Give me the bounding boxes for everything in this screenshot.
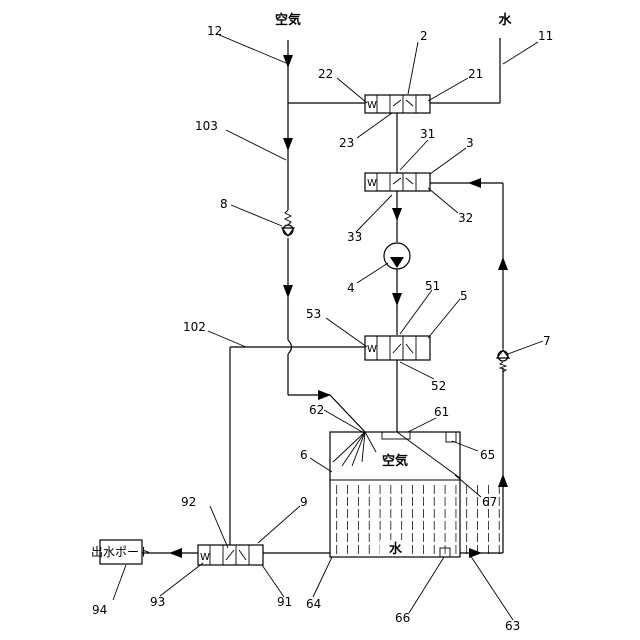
valve-9: W — [142, 545, 330, 565]
ref-63: 63 — [505, 619, 520, 633]
ref-52: 52 — [431, 379, 446, 393]
ref-51: 51 — [425, 279, 440, 293]
ref-22: 22 — [318, 67, 333, 81]
ref-31: 31 — [420, 127, 435, 141]
ref-64: 64 — [306, 597, 321, 611]
tank-water-label: 水 — [389, 541, 403, 557]
ref-23: 23 — [339, 136, 354, 150]
ref-91: 91 — [277, 595, 292, 609]
ref-3: 3 — [466, 136, 474, 150]
svg-text:| | | | | | | | | | | |: | | | | | | | | | | | | | | | | — [334, 521, 502, 531]
water-inlet-label: 水 — [498, 12, 512, 28]
water-fill-pattern: | | | | | | | | | | | | | | | | | | | | … — [334, 485, 502, 555]
ref-2: 2 — [420, 29, 428, 43]
check-valve-8 — [282, 210, 294, 236]
ref-32: 32 — [458, 211, 473, 225]
check-valve-7 — [497, 350, 509, 372]
ref-65: 65 — [480, 448, 495, 462]
valve-9-coil-symbol: W — [200, 552, 210, 563]
svg-text:| | | | | | | | | | | |: | | | | | | | | | | | | | | | | — [334, 497, 502, 507]
ref-102: 102 — [183, 320, 206, 334]
ref-7: 7 — [543, 334, 551, 348]
ref-94: 94 — [92, 603, 107, 617]
svg-text:| | | | | | | | | | | |: | | | | | | | | | | | | | | | | — [334, 509, 502, 519]
ref-93: 93 — [150, 595, 165, 609]
pump-4 — [384, 243, 410, 335]
outlet-port-label: 出水ポート — [91, 545, 151, 559]
ref-8: 8 — [220, 197, 228, 211]
ref-5: 5 — [460, 289, 468, 303]
ref-4: 4 — [347, 281, 355, 295]
ref-53: 53 — [306, 307, 321, 321]
ref-66: 66 — [395, 611, 410, 625]
ref-21: 21 — [468, 67, 483, 81]
tank-air-label: 空気 — [382, 453, 408, 469]
ref-67: 67 — [482, 495, 497, 509]
valve-5: W — [365, 336, 430, 432]
air-inlet-label: 空気 — [275, 12, 301, 28]
ref-103: 103 — [195, 119, 218, 133]
ref-6: 6 — [300, 448, 308, 462]
svg-text:| | | | | | | | | | | |: | | | | | | | | | | | | | | | | — [334, 533, 502, 543]
ref-62: 62 — [309, 403, 324, 417]
ref-11: 11 — [538, 29, 553, 43]
ref-12: 12 — [207, 24, 222, 38]
ref-9: 9 — [300, 495, 308, 509]
ref-92: 92 — [181, 495, 196, 509]
ref-33: 33 — [347, 230, 362, 244]
valve-5-coil-symbol: W — [367, 344, 377, 355]
water-inlet-line — [430, 38, 500, 103]
valve-2-coil-symbol: W — [367, 100, 377, 111]
valve-3-coil-symbol: W — [367, 178, 377, 189]
outlet-port-box: 出水ポート — [91, 540, 151, 564]
valve-3: W — [365, 173, 430, 242]
ref-61: 61 — [434, 405, 449, 419]
